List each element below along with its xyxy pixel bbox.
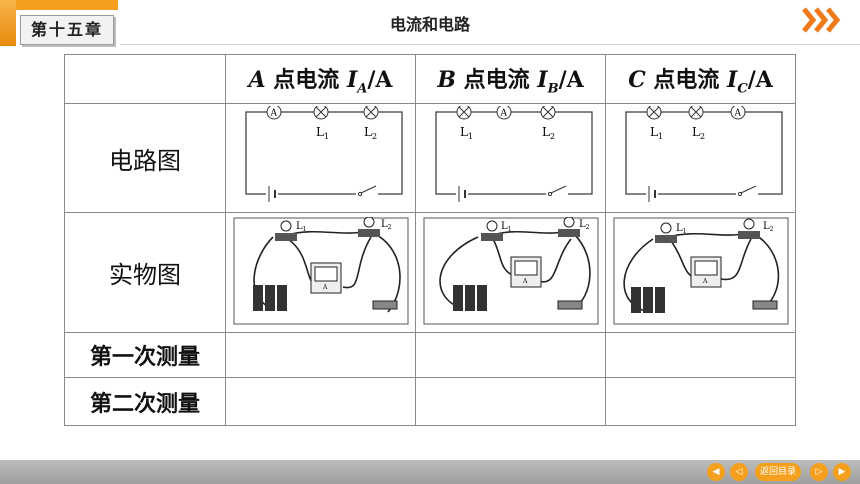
row-label-physical: 实物图 bbox=[64, 212, 226, 333]
header-divider bbox=[120, 44, 860, 45]
svg-text:L1: L1 bbox=[501, 221, 511, 233]
table-header-row: A 点电流 IA/A B 点电流 IB/A C 点电流 IC/A bbox=[64, 54, 796, 104]
header-point-c: C 点电流 IC/A bbox=[605, 54, 796, 104]
measure-1-a-input[interactable] bbox=[225, 332, 416, 378]
svg-text:L1: L1 bbox=[676, 223, 686, 235]
measure-1-b-input[interactable] bbox=[415, 332, 606, 378]
current-measurement-table: A 点电流 IA/A B 点电流 IB/A C 点电流 IC/A 电路图 A L… bbox=[64, 54, 796, 426]
next-chevrons-icon[interactable] bbox=[802, 6, 844, 34]
circuit-b-svg: A L1 L2 bbox=[434, 104, 593, 202]
svg-text:L2: L2 bbox=[381, 219, 392, 231]
measurement-row-2: 第二次测量 bbox=[64, 377, 796, 426]
physical-a-svg: A L1 L2 bbox=[233, 216, 408, 324]
orange-accent-strip bbox=[0, 0, 16, 46]
bottom-nav-bar: ◀ ◁ 返回目录 ▷ ▶ bbox=[0, 460, 860, 484]
ammeter-label: A bbox=[269, 109, 277, 119]
svg-text:L2: L2 bbox=[692, 125, 705, 141]
physical-diagram-row: 实物图 A L1 L2 bbox=[64, 212, 796, 333]
chapter-tab: 第十五章 bbox=[0, 0, 118, 46]
empty-corner-cell bbox=[64, 54, 226, 104]
back-to-contents-button[interactable]: 返回目录 bbox=[755, 463, 801, 481]
physical-b-svg: A L1 L2 bbox=[423, 216, 598, 324]
svg-text:L1: L1 bbox=[316, 125, 329, 141]
row-label-measure-2: 第二次测量 bbox=[64, 377, 226, 426]
svg-text:A: A bbox=[522, 278, 528, 285]
circuit-diagram-c: A L1 L2 bbox=[605, 103, 796, 213]
measure-2-a-input[interactable] bbox=[225, 377, 416, 426]
last-page-icon[interactable]: ▶ bbox=[833, 463, 851, 481]
svg-text:L1: L1 bbox=[650, 125, 663, 141]
circuit-a-svg: A L1 L2 bbox=[244, 104, 403, 202]
header-point-a: A 点电流 IA/A bbox=[225, 54, 416, 104]
svg-text:L1: L1 bbox=[296, 221, 306, 233]
svg-text:L1: L1 bbox=[460, 125, 473, 141]
measurement-row-1: 第一次测量 bbox=[64, 332, 796, 378]
svg-text:A: A bbox=[702, 278, 708, 285]
svg-text:L2: L2 bbox=[763, 221, 774, 233]
measure-2-c-input[interactable] bbox=[605, 377, 796, 426]
physical-diagram-a: A L1 L2 bbox=[225, 212, 416, 333]
circuit-diagram-a: A L1 L2 bbox=[225, 103, 416, 213]
svg-text:L2: L2 bbox=[542, 125, 555, 141]
svg-text:A: A bbox=[733, 109, 741, 119]
circuit-diagram-row: 电路图 A L1 L2 A L1 L2 bbox=[64, 103, 796, 213]
physical-diagram-b: A L1 L2 bbox=[415, 212, 606, 333]
physical-c-svg: A L1 L2 bbox=[613, 217, 788, 324]
page-title: 电流和电路 bbox=[389, 15, 470, 34]
next-page-icon[interactable]: ▷ bbox=[810, 463, 828, 481]
physical-diagram-c: A L1 L2 bbox=[605, 212, 796, 333]
circuit-diagram-b: A L1 L2 bbox=[415, 103, 606, 213]
row-label-circuit: 电路图 bbox=[64, 103, 226, 213]
chapter-label: 第十五章 bbox=[20, 15, 114, 45]
svg-text:L2: L2 bbox=[579, 219, 590, 231]
orange-accent-bar bbox=[0, 0, 118, 10]
prev-page-icon[interactable]: ◁ bbox=[730, 463, 748, 481]
measure-1-c-input[interactable] bbox=[605, 332, 796, 378]
header-point-b: B 点电流 IB/A bbox=[415, 54, 606, 104]
first-page-icon[interactable]: ◀ bbox=[707, 463, 725, 481]
svg-text:A: A bbox=[322, 284, 328, 291]
svg-text:A: A bbox=[499, 109, 507, 119]
measure-2-b-input[interactable] bbox=[415, 377, 606, 426]
row-label-measure-1: 第一次测量 bbox=[64, 332, 226, 378]
circuit-c-svg: A L1 L2 bbox=[624, 104, 783, 202]
svg-text:L2: L2 bbox=[364, 125, 377, 141]
